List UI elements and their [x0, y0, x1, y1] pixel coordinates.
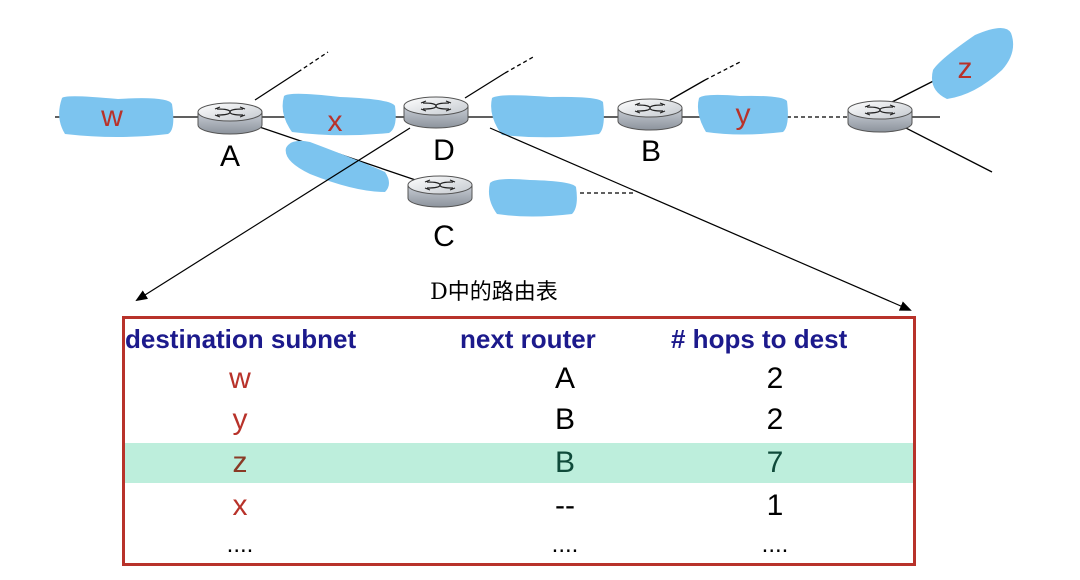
- cell-hops: 7: [766, 446, 784, 479]
- router-arrows-icon: [420, 100, 452, 112]
- cell-destination: w: [229, 362, 251, 395]
- link-a-up: [254, 71, 299, 101]
- router-a: [197, 102, 263, 135]
- subnet-c-cloud: [488, 179, 577, 217]
- subnet-w-cloud: [59, 96, 174, 137]
- link-d-up-dashed: [504, 55, 536, 74]
- table-row: .... .... ....: [125, 525, 913, 565]
- subnet-label-y: y: [736, 98, 751, 131]
- subnet-x-cloud: [282, 93, 396, 136]
- link-right-down: [899, 124, 993, 173]
- cell-destination: y: [232, 403, 248, 436]
- header-next-router: next router: [460, 324, 596, 354]
- router-far-right: [847, 100, 913, 133]
- link-a-up-dashed: [297, 51, 329, 73]
- table-row: x -- 1: [125, 486, 913, 526]
- subnet-clouds: [59, 27, 1014, 217]
- cell-next-router: B: [554, 403, 575, 436]
- table-row-highlighted: z B 7: [125, 443, 913, 483]
- subnet-label-x: x: [328, 105, 343, 138]
- cell-next-router: B: [554, 446, 575, 479]
- subnet-label-z: z: [958, 52, 973, 85]
- header-hops-to-dest: # hops to dest: [671, 324, 848, 354]
- cell-destination: x: [232, 489, 248, 522]
- subnet-z-cloud: [931, 27, 1014, 100]
- cell-destination: ....: [226, 531, 254, 558]
- router-d: [403, 96, 469, 129]
- subnet-y-cloud: [697, 94, 788, 135]
- cell-next-router: --: [555, 489, 575, 522]
- router-label-b: B: [641, 135, 661, 168]
- link-b-up-dashed: [704, 61, 741, 81]
- router-c: [407, 175, 473, 208]
- arrow-to-table-left: [135, 127, 411, 302]
- subnet-label-w: w: [100, 100, 123, 133]
- link-b-up: [669, 79, 706, 101]
- table-row: w A 2: [125, 359, 913, 399]
- router-b: [617, 98, 683, 131]
- link-d-up: [464, 72, 506, 99]
- cell-next-router: A: [554, 362, 575, 395]
- cell-hops: 1: [766, 489, 784, 522]
- router-label-a: A: [220, 140, 240, 173]
- header-destination-subnet: destination subnet: [125, 324, 357, 354]
- router-arrows-icon: [214, 106, 246, 118]
- router-arrows-icon: [864, 104, 896, 116]
- cell-hops: 2: [766, 403, 784, 436]
- table-row: y B 2: [125, 400, 913, 440]
- router-label-c: C: [433, 220, 455, 253]
- cell-hops: 2: [766, 362, 784, 395]
- routing-table: destination subnet next router # hops to…: [122, 316, 916, 566]
- router-arrows-icon: [424, 179, 456, 191]
- arrow-to-table-right: [489, 127, 912, 311]
- table-caption: D中的路由表: [430, 280, 558, 305]
- subnet-ac-cloud: [285, 140, 389, 192]
- router-arrows-icon: [634, 102, 666, 114]
- cell-next-router: ....: [551, 531, 579, 558]
- router-label-d: D: [433, 134, 455, 167]
- subnet-de-cloud: [491, 95, 604, 138]
- cell-hops: ....: [761, 531, 789, 558]
- cell-destination: z: [232, 446, 248, 479]
- table-header-row: destination subnet next router # hops to…: [125, 319, 913, 359]
